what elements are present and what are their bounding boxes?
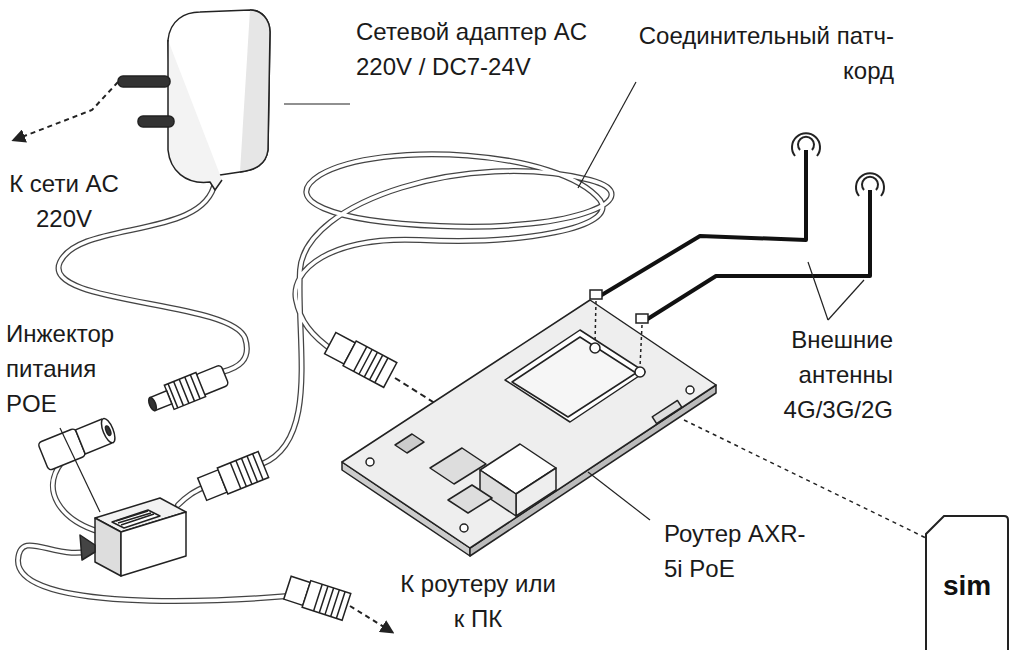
sim-card: sim xyxy=(924,514,1010,650)
callout-label: Внешние антенны 4G/3G/2G xyxy=(745,322,893,427)
callout-label: Соединительный патч-корд xyxy=(618,18,894,88)
callout-label: Роутер AXR-5i PoE xyxy=(664,516,814,586)
node-text-wrap: sim xyxy=(924,570,1010,602)
callout-label: Сетевой адаптер AC 220V / DC7-24V xyxy=(356,14,616,84)
sim-text: sim xyxy=(924,570,1010,602)
callout-label: Инжектор питания POE xyxy=(6,316,132,421)
callout-label: К роутеру или к ПК xyxy=(398,566,558,636)
callout-label: К сети AC 220V xyxy=(2,166,126,236)
